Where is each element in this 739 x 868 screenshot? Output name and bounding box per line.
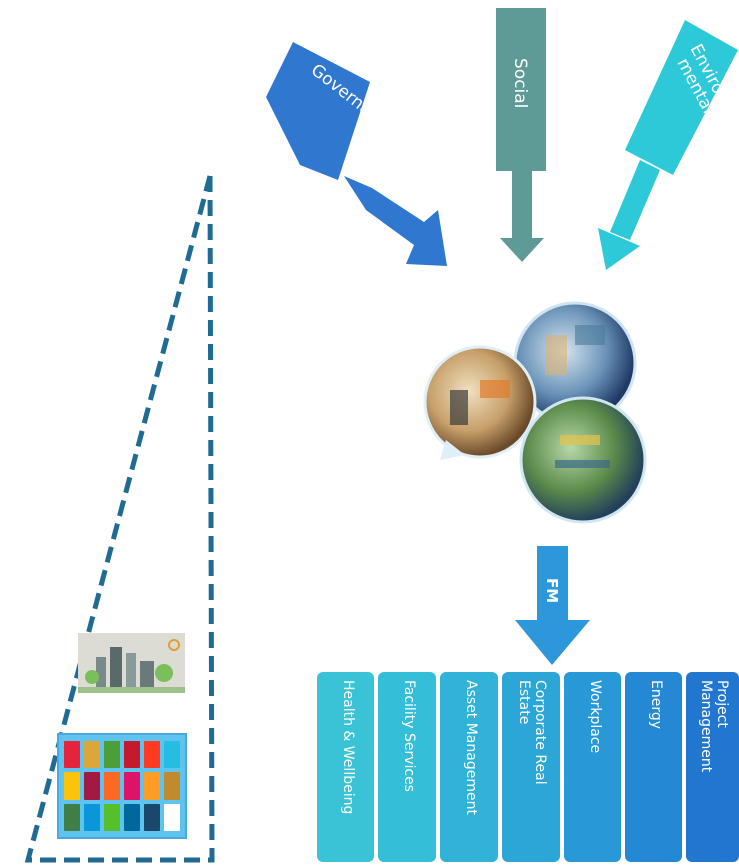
sdg-tile [64,803,80,831]
sdg-tile [84,772,100,800]
pillar-label: Corporate Real Estate [516,680,548,785]
sdg-tile [164,772,180,800]
pillar-energy: Energy [625,672,682,862]
sdg-tile [144,772,160,800]
sdg-tile [84,741,100,769]
dashed-triangle [24,175,215,863]
pillar-label: Asset Management [463,680,479,815]
sustainable-city-image [78,633,185,693]
pillar-label-line1: Project [713,680,730,728]
environmental-arrow: Environ- mental [598,20,738,270]
sdg-goals-image [57,733,187,839]
pillar-health-wellbeing: Health & Wellbeing [317,672,374,862]
pillar-label: Project Management [698,680,730,772]
sdg-tile [164,741,180,769]
pillar-label-line2: Management [697,680,714,773]
sdg-tile [164,803,180,831]
social-arrow: Social [496,8,546,262]
sdg-tile [144,741,160,769]
social-label: Social [510,58,530,108]
fm-arrow: FM [515,546,590,665]
sdg-tile [144,803,160,831]
pillar-label: Energy [647,680,664,730]
pillar-workplace: Workplace [564,672,621,862]
sdg-tile [104,741,120,769]
pillar-label: Facility Services [401,680,417,792]
sdg-tile [64,772,80,800]
pillar-asset-management: Asset Management [440,672,498,862]
governance-arrow: Governance [266,42,447,266]
sdg-tile [84,803,100,831]
pillar-label: Workplace [586,680,603,754]
fm-spheres-image [423,301,647,524]
pillar-label-line1: Corporate Real [532,680,548,785]
pillar-corporate-real-estate: Corporate Real Estate [502,672,560,862]
sdg-tile [104,772,120,800]
sdg-tile [124,741,140,769]
sdg-tile [124,803,140,831]
sdg-tile [104,803,120,831]
esg-arrows: Governance Social Environ- mental [266,8,738,270]
pillar-label: Health & Wellbeing [339,680,356,815]
fm-label: FM [543,578,561,603]
pillar-label-line2: Estate [516,680,532,725]
sdg-tile [64,741,80,769]
pillar-facility-services: Facility Services [378,672,436,862]
sdg-tile [124,772,140,800]
pillar-project-management: Project Management [686,672,739,862]
